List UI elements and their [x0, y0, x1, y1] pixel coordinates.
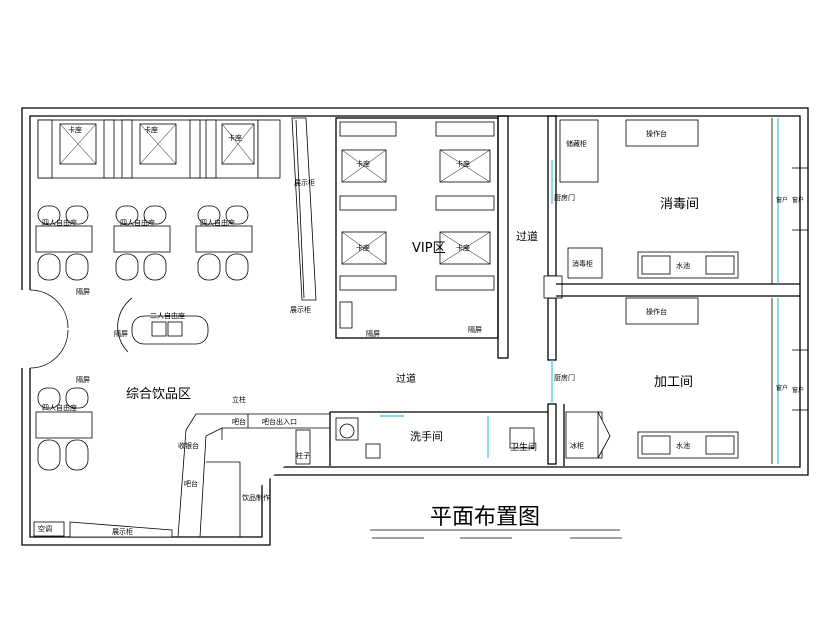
pillar-label: 立柱	[232, 395, 246, 404]
table-label-1: 四人自由座	[42, 218, 77, 227]
display-cabinet-vertical	[291, 117, 317, 301]
top-booths	[37, 119, 281, 179]
entrance-doors	[29, 289, 69, 369]
corridor-right-label: 过道	[516, 229, 538, 243]
vip-screen-right: 隔屏	[468, 325, 482, 334]
worktable-label-2: 操作台	[646, 307, 667, 316]
processing-room	[565, 297, 808, 464]
sterilizer-label: 消毒柜	[572, 259, 593, 268]
booth-label-1: 卡座	[68, 125, 82, 134]
worktable-label-1: 操作台	[646, 129, 667, 138]
corridor-center-label: 过道	[396, 372, 416, 385]
window-label-2: 窗户	[792, 196, 804, 204]
freezer-label: 冰柜	[570, 441, 584, 450]
screen-label-2: 隔屏	[76, 287, 90, 296]
washroom-label: 洗手间	[410, 429, 443, 443]
title-underline	[370, 529, 622, 539]
disinfection-room	[559, 118, 808, 284]
screen-label-1: 隔屏	[114, 329, 128, 338]
sink-label-1: 水池	[676, 261, 690, 270]
bar-counter	[177, 413, 330, 538]
kitchen-door-label-2: 厨房门	[554, 373, 575, 382]
vip-booth-4: 卡座	[456, 243, 470, 252]
vip-booth-3: 卡座	[356, 243, 370, 252]
cabinet-label-1: 展示柜	[294, 178, 315, 187]
vip-booth-1: 卡座	[356, 159, 370, 168]
booth-label-2: 卡座	[144, 125, 158, 134]
main-zone-label: 综合饮品区	[126, 387, 191, 402]
cabinet-label-2: 展示柜	[290, 305, 311, 314]
restroom-label: 卫生间	[510, 441, 537, 453]
kitchen-door-label-1: 厨房门	[554, 193, 575, 202]
cashier-label: 收银台	[178, 441, 199, 450]
vip-screen-left: 隔屏	[366, 329, 380, 338]
storage-label: 储藏柜	[566, 139, 587, 148]
table-label-3: 四人自由座	[200, 218, 235, 227]
display-cabinet-bottom	[33, 521, 173, 538]
window-label-1: 窗户	[776, 196, 788, 204]
vip-room	[335, 117, 499, 339]
bar-entrance-label: 吧台出入口	[262, 417, 297, 426]
corridor-walls	[497, 115, 800, 466]
ac-label: 空调	[38, 524, 52, 533]
drink-prep-label: 饮品制作	[242, 493, 270, 502]
vip-zone-label: VIP区	[412, 241, 446, 256]
plan-title: 平面布置图	[430, 505, 540, 530]
sink-label-2: 水池	[676, 441, 690, 450]
booth-label-3: 卡座	[228, 133, 242, 142]
bar-label-1: 吧台	[232, 417, 246, 426]
restrooms	[329, 411, 548, 466]
cabinet-label-3: 展示柜	[112, 527, 133, 536]
processing-zone-label: 加工间	[654, 375, 693, 390]
table-label-2: 四人自由座	[120, 218, 155, 227]
two-table-label: 二人自由座	[150, 311, 185, 320]
disinfection-zone-label: 消毒间	[660, 197, 699, 212]
window-label-3: 窗户	[776, 384, 788, 392]
four-person-tables	[35, 205, 253, 471]
table-label-4: 四人自由座	[42, 403, 77, 412]
vip-booth-2: 卡座	[456, 159, 470, 168]
bar-label-2: 吧台	[184, 479, 198, 488]
screen-label-3: 隔屏	[76, 375, 90, 384]
column-label: 柱子	[296, 451, 310, 460]
outer-walls	[21, 107, 809, 546]
two-person-table	[117, 297, 209, 353]
window-label-4: 窗户	[792, 386, 804, 394]
